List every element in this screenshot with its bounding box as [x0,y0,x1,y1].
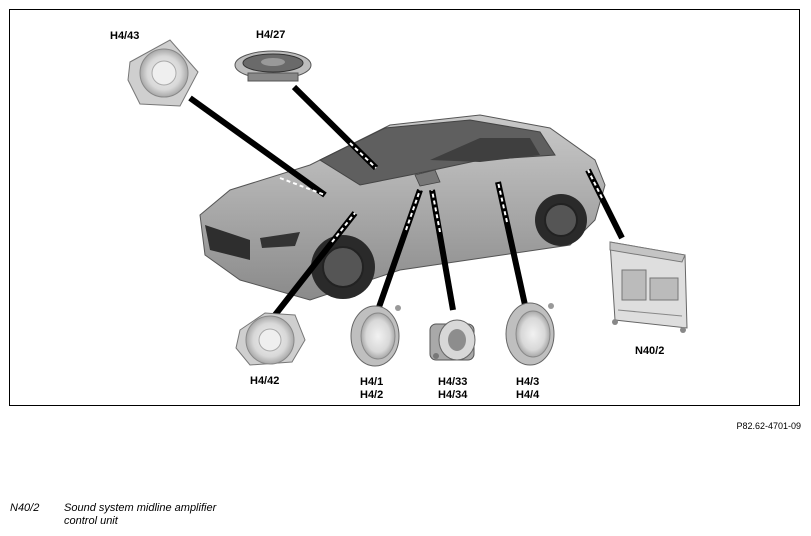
label-h4-43: H4/43 [110,30,140,42]
legend-description-line2: control unit [64,515,118,527]
label-h4-4: H4/4 [516,389,540,401]
speaker-h4-27-icon [234,50,312,82]
speaker-h4-33-h4-34-icon [429,319,476,361]
speaker-location-diagram [127,39,688,367]
speaker-h4-43-icon [127,39,199,107]
speaker-h4-42-icon [235,312,306,366]
speaker-h4-1-h4-2-icon [350,305,401,367]
label-h4-27: H4/27 [256,29,286,41]
label-n40-2: N40/2 [635,345,665,357]
label-h4-34: H4/34 [438,389,468,401]
figure-reference-code: P82.62-4701-09 [736,421,801,431]
leader-lines [188,84,625,317]
label-h4-1-h4-2: H4/1 H4/2 [360,376,383,402]
legend-description: Sound system midline amplifier control u… [64,502,284,528]
diagram-frame: H4/43 H4/27 H4/42 H4/1 H4/2 H4/33 H4/34 … [9,9,800,406]
label-h4-3: H4/3 [516,376,540,388]
vehicle-illustration [199,114,606,301]
label-h4-2: H4/2 [360,389,384,401]
label-h4-33-h4-34: H4/33 H4/34 [438,376,467,402]
legend-description-line1: Sound system midline amplifier [64,502,217,514]
label-h4-42: H4/42 [250,375,280,387]
legend-code: N40/2 [10,502,40,514]
label-h4-1: H4/1 [360,376,384,388]
label-h4-3-h4-4: H4/3 H4/4 [516,376,539,402]
amplifier-n40-2-icon [609,241,688,333]
speaker-h4-3-h4-4-icon [505,302,555,366]
label-h4-33: H4/33 [438,376,468,388]
